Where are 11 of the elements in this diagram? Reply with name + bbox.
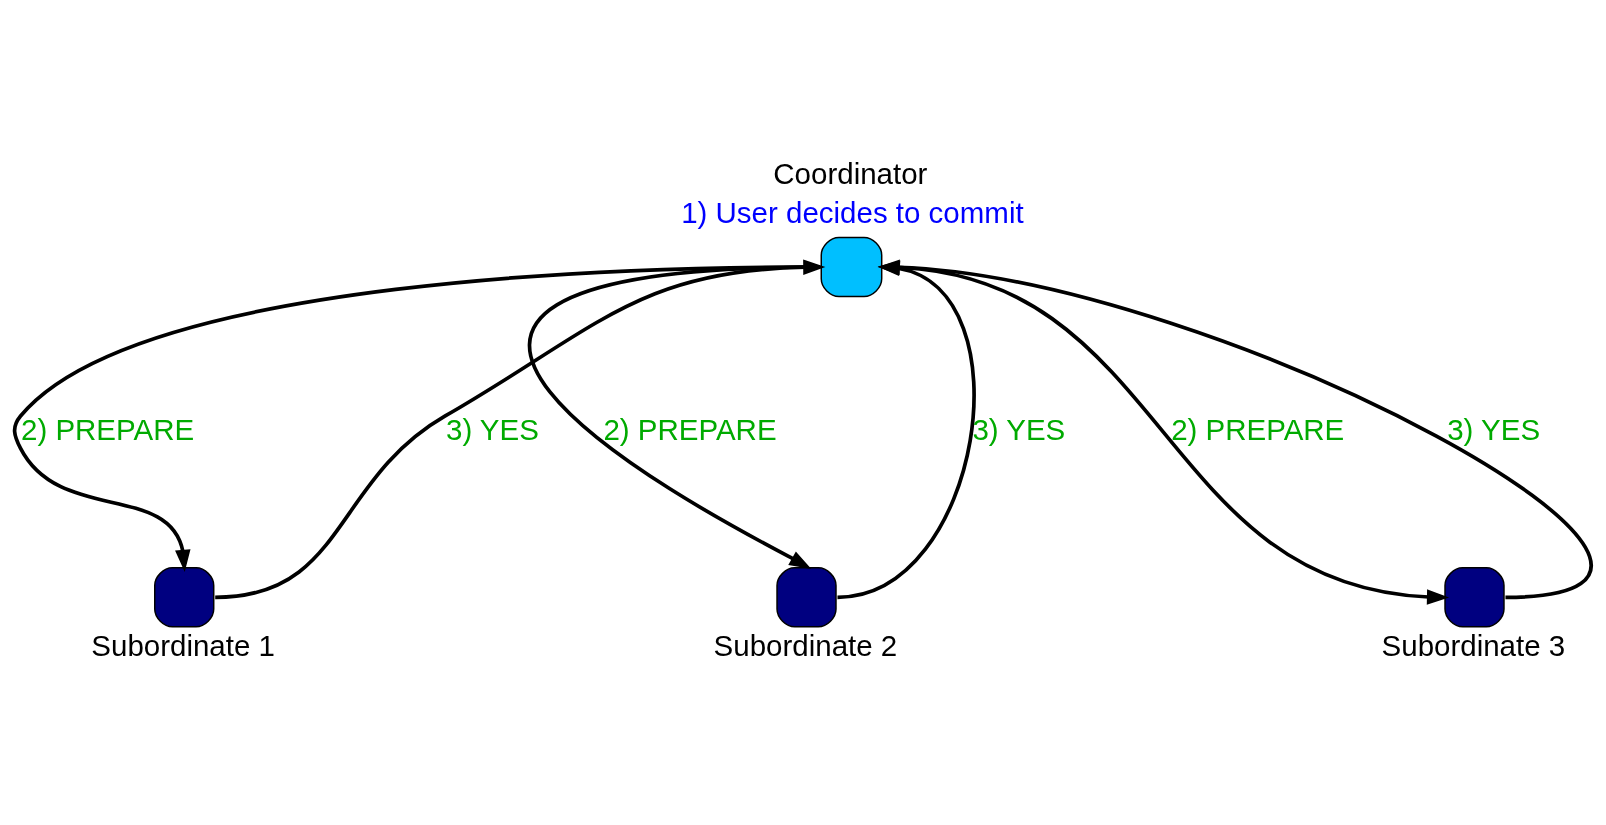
edge-label: 3) YES <box>972 412 1066 446</box>
node-label: Subordinate 2 <box>713 628 898 662</box>
edge-label: 3) YES <box>445 412 539 446</box>
edge-label: 2) PREPARE <box>603 412 777 446</box>
edge-label: 2) PREPARE <box>20 412 195 446</box>
edge-label: 3) YES <box>1447 412 1541 446</box>
edge-label: 2) PREPARE <box>1171 412 1345 446</box>
node-label: Coordinator <box>773 156 928 190</box>
node-label: Subordinate 1 <box>91 628 275 662</box>
node-label: Subordinate 3 <box>1381 628 1566 662</box>
node-label: 1) User decides to commit <box>681 195 1024 229</box>
